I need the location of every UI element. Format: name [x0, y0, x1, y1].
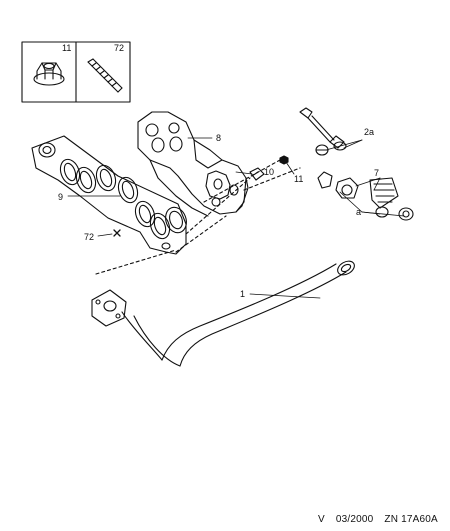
exhaust-manifold [137, 111, 249, 217]
callout-mount: 7 [374, 168, 379, 178]
callout-exhaust-pipe: 1 [240, 289, 245, 299]
callout-manifold-gasket: 9 [58, 192, 63, 202]
footer-date: 03/2000 [335, 514, 374, 525]
callout-nut: 11 [294, 174, 303, 184]
callout-assembly: a [356, 207, 361, 217]
diagram-footer: V 03/2000 ZN 17A60A [318, 514, 446, 525]
inset-label-right: 72 [114, 43, 124, 53]
stud-marker-icon [113, 229, 121, 237]
callout-sleeve: 10 [264, 167, 274, 177]
leader-lines [67, 137, 405, 299]
footer-version: V [318, 514, 325, 525]
footer-code: ZN 17A60A [384, 514, 438, 525]
manifold-gasket [31, 135, 187, 255]
callout-manifold-heat-shield: 8 [216, 133, 221, 143]
flange-nut-icon [33, 62, 65, 86]
assembly-lines [95, 159, 301, 275]
stud-icon [87, 58, 123, 93]
exhaust-pipe [91, 260, 355, 367]
mount-assembly [299, 107, 414, 221]
callout-bracket-set: 2a [364, 127, 374, 137]
parts-inset [21, 41, 131, 103]
callout-manifold-stud: 72 [84, 232, 94, 242]
inset-label-left: 11 [62, 43, 71, 53]
